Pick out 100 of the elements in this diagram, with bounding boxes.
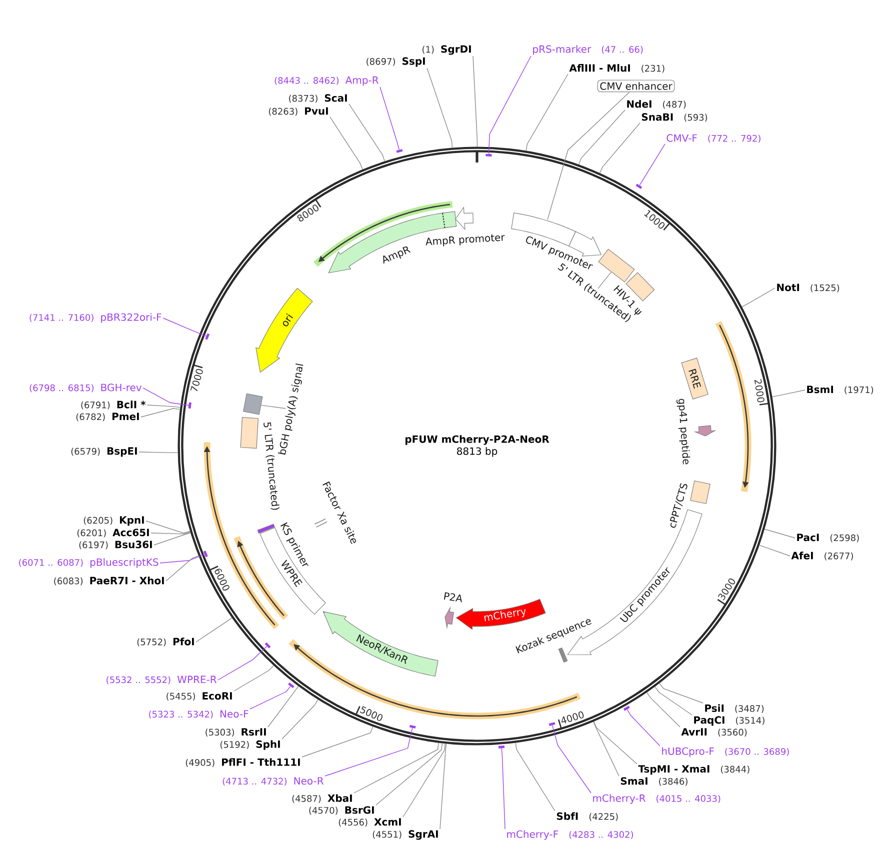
site-label: (6579) BspEI bbox=[71, 447, 137, 457]
leader-line bbox=[626, 709, 660, 746]
leader-line bbox=[646, 692, 680, 728]
leader-line bbox=[260, 404, 286, 409]
primer-mark bbox=[288, 682, 294, 688]
site-label: SnaBI (593) bbox=[642, 113, 708, 122]
site-label: (5455) EcoRI bbox=[166, 692, 232, 701]
leader-line bbox=[218, 646, 268, 680]
site-label: NdeI (487) bbox=[627, 100, 686, 109]
leader-line bbox=[268, 686, 299, 728]
leader-line bbox=[150, 532, 191, 534]
site-label: (8697) SspI bbox=[366, 57, 425, 67]
site-label: AflIII - MluI (231) bbox=[569, 64, 664, 73]
leader-line bbox=[376, 742, 443, 806]
leader-line bbox=[659, 682, 704, 704]
leader-line bbox=[162, 318, 206, 336]
site-label: PsiI (3487) bbox=[705, 704, 764, 713]
primer-mark bbox=[548, 722, 556, 726]
feature-box bbox=[598, 248, 635, 282]
tick-label: 5000 bbox=[360, 706, 383, 721]
site-label: (5752) PfoI bbox=[137, 638, 194, 646]
leader-line bbox=[234, 665, 274, 692]
primer-label: hUBCpro-F (3670 .. 3689) bbox=[662, 747, 789, 757]
leader-line bbox=[547, 92, 630, 220]
leader-line bbox=[324, 728, 413, 776]
feature-box: RRE bbox=[681, 358, 708, 400]
primer-mark bbox=[498, 746, 505, 748]
site-label: (4556) XcmI bbox=[338, 818, 401, 827]
leader-line bbox=[526, 74, 568, 152]
leader-line bbox=[593, 721, 620, 776]
leader-line bbox=[599, 122, 640, 174]
site-label: AvrII (3560) bbox=[681, 728, 747, 737]
leader-line bbox=[146, 404, 181, 408]
site-label: (6201) Acc65I bbox=[77, 528, 149, 538]
site-label: (4551) SgrAI bbox=[372, 830, 438, 840]
leader-line bbox=[140, 408, 180, 418]
feature-label: AmpR promoter bbox=[426, 234, 505, 246]
label-box: CMV enhancer bbox=[597, 80, 675, 92]
leader-line bbox=[594, 721, 638, 764]
leader-line bbox=[354, 742, 439, 794]
leader-line bbox=[250, 686, 291, 710]
leader-line bbox=[488, 56, 532, 154]
primer-mark bbox=[396, 149, 403, 153]
feature-box bbox=[243, 393, 263, 415]
site-label: SbfI (4225) bbox=[556, 812, 618, 821]
primer-label: (6071 .. 6087) pBluescriptKS bbox=[19, 558, 158, 568]
primer-mark bbox=[264, 642, 271, 648]
site-label: (4570) BsrGI bbox=[309, 806, 374, 815]
primer-label: mCherry-R (4015 .. 4033) bbox=[593, 794, 720, 804]
leader-line bbox=[348, 104, 385, 162]
feature-label: 5' LTR (truncated) bbox=[264, 422, 280, 510]
leader-line bbox=[380, 86, 400, 150]
site-label: (6791) BclI * bbox=[81, 400, 146, 410]
primer-label: (6798 .. 6815) BGH-rev bbox=[30, 384, 142, 392]
primer-label: (4713 .. 4732) Neo-R bbox=[222, 777, 324, 786]
leader-line bbox=[138, 452, 178, 454]
site-label: (8263) PvuI bbox=[268, 107, 328, 116]
primer-mark bbox=[205, 333, 210, 340]
leader-line bbox=[764, 528, 796, 538]
leader-line bbox=[154, 532, 191, 546]
tick-label: 6000 bbox=[214, 568, 230, 591]
tick-label: 7000 bbox=[190, 369, 203, 392]
site-label: SmaI (3846) bbox=[620, 777, 688, 786]
leader-line bbox=[146, 520, 190, 534]
leader-line bbox=[302, 726, 374, 758]
primer-label: (5532 .. 5552) WPRE-R bbox=[106, 676, 217, 684]
site-label: (4905) PflFI - Tth111I bbox=[186, 758, 300, 767]
feature-label: gp41 peptide bbox=[676, 398, 690, 464]
tick-label: 2000 bbox=[754, 379, 764, 402]
leader-line bbox=[772, 390, 806, 398]
leader-line bbox=[166, 555, 199, 582]
primer-label: (8443 .. 8462) Amp-R bbox=[274, 76, 379, 86]
leader-line bbox=[472, 56, 478, 148]
leader-line bbox=[330, 116, 363, 170]
leader-line bbox=[654, 686, 692, 716]
site-label: (4587) XbaI bbox=[292, 794, 352, 803]
leader-line bbox=[142, 388, 189, 406]
site-label: TspMI - XmaI (3844) bbox=[638, 765, 750, 775]
primer-mark bbox=[636, 184, 642, 189]
site-label: PacI (2598) bbox=[797, 534, 859, 542]
primer-mark bbox=[623, 706, 630, 711]
site-label: PaqCI (3514) bbox=[694, 716, 764, 726]
leader-line bbox=[426, 68, 453, 148]
primer-label: (7141 .. 7160) pBR322ori-F bbox=[30, 313, 162, 323]
leader-line bbox=[282, 699, 318, 740]
site-label: (6782) PmeI bbox=[76, 412, 139, 422]
site-label: (6083) PaeR7I - XhoI bbox=[54, 576, 164, 586]
leader-line bbox=[402, 743, 446, 818]
leader-line bbox=[578, 110, 626, 165]
site-label: (5192) SphI bbox=[220, 740, 280, 750]
primer-mark bbox=[409, 724, 416, 729]
leader-line bbox=[160, 554, 205, 564]
tick-label: 4000 bbox=[562, 711, 584, 724]
leader-line bbox=[598, 272, 612, 289]
primer-label: pRS-marker (47 .. 66) bbox=[533, 45, 643, 55]
primer-label: (5323 .. 5342) Neo-F bbox=[149, 710, 248, 719]
leader-line bbox=[515, 742, 556, 812]
site-label: (1) SgrDI bbox=[422, 45, 471, 55]
site-label: (8373) ScaI bbox=[289, 94, 347, 103]
primer-mark bbox=[486, 154, 492, 157]
